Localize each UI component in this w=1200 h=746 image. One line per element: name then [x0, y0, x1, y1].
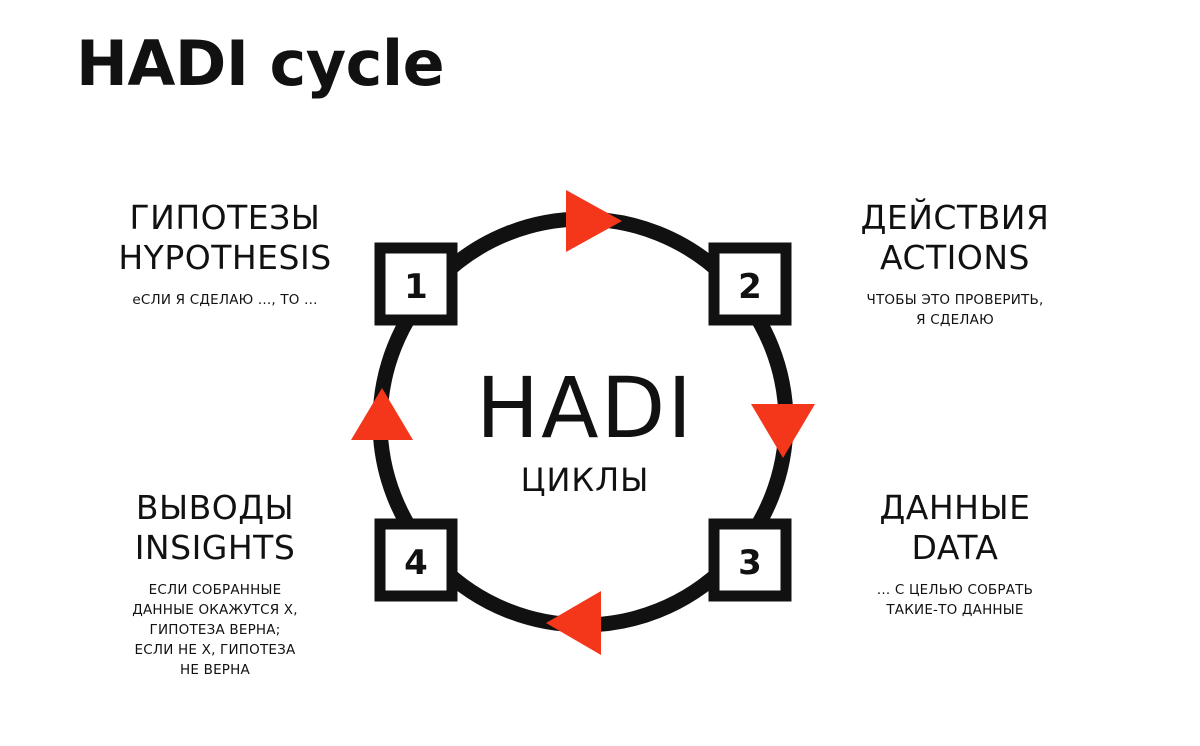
stage-hypothesis: ГИПОТЕЗЫ HYPOTHESIS еСЛИ Я СДЕЛАЮ ..., Т…: [80, 198, 370, 310]
stage-description: ЕСЛИ СОБРАННЫЕ ДАННЫЕ ОКАЖУТСЯ Х, ГИПОТЕ…: [132, 582, 298, 678]
stage-number-3: 3: [738, 543, 762, 583]
stage-description: ЧТОБЫ ЭТО ПРОВЕРИТЬ, Я СДЕЛАЮ: [866, 292, 1044, 328]
stage-description: ... С ЦЕЛЬЮ СОБРАТЬ ТАКИЕ-ТО ДАННЫЕ: [876, 582, 1034, 618]
stage-data: ДАННЫЕ DATA ... С ЦЕЛЬЮ СОБРАТЬ ТАКИЕ-ТО…: [810, 488, 1100, 620]
stage-title-en: INSIGHTS: [134, 528, 296, 567]
stage-box-4: 4: [374, 518, 458, 602]
arrow-left-icon: [546, 591, 601, 655]
stage-box-1: 1: [374, 242, 458, 326]
stage-title-ru: ДЕЙСТВИЯ: [860, 198, 1050, 237]
stage-title-ru: ГИПОТЕЗЫ: [129, 198, 321, 237]
page-title: HADI cycle: [76, 27, 445, 100]
arrow-down-icon: [751, 404, 815, 458]
stage-number-1: 1: [404, 267, 428, 307]
stage-insights: ВЫВОДЫ INSIGHTS ЕСЛИ СОБРАННЫЕ ДАННЫЕ ОК…: [70, 488, 360, 680]
stage-number-4: 4: [404, 543, 428, 583]
arrow-right-icon: [566, 190, 622, 252]
stage-title-en: HYPOTHESIS: [118, 238, 332, 277]
stage-box-3: 3: [708, 518, 792, 602]
stage-title-ru: ВЫВОДЫ: [135, 488, 295, 527]
stage-box-2: 2: [708, 242, 792, 326]
arrow-up-icon: [351, 388, 413, 440]
stage-description: еСЛИ Я СДЕЛАЮ ..., ТО ...: [132, 292, 318, 308]
stage-title-en: ACTIONS: [879, 238, 1031, 277]
stage-actions: ДЕЙСТВИЯ ACTIONS ЧТОБЫ ЭТО ПРОВЕРИТЬ, Я …: [810, 198, 1100, 330]
stage-number-2: 2: [738, 267, 762, 307]
stage-title-en: DATA: [911, 528, 999, 567]
center-subtitle: ЦИКЛЫ: [521, 461, 650, 499]
center-title: HADI: [476, 359, 694, 457]
stage-title-ru: ДАННЫЕ: [879, 488, 1031, 527]
